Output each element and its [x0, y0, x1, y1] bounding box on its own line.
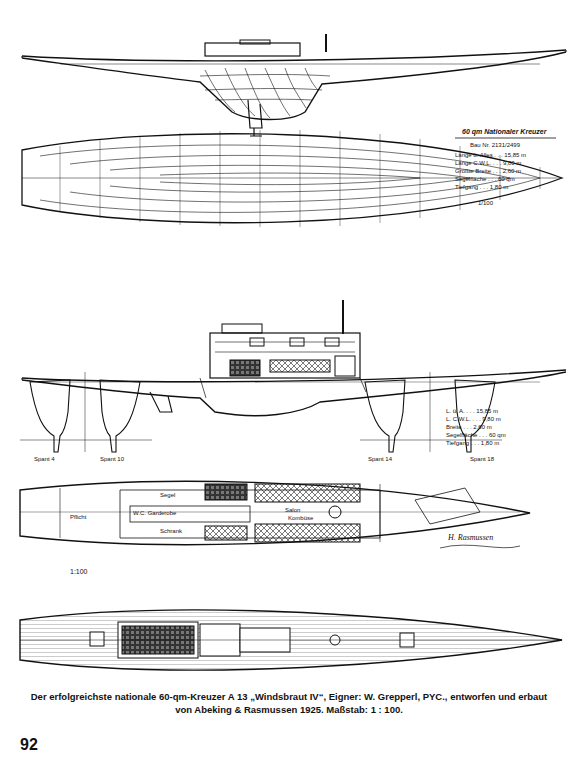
spec-line: L. C.W.L. . . . 9,80 m	[446, 416, 501, 423]
scale-note: 1/100	[478, 200, 493, 207]
deck-plan	[20, 610, 562, 670]
room-label: W.C. Garderobe	[133, 510, 176, 517]
room-label: Segel	[160, 492, 175, 499]
spec-line: L. ü. A. . . . 15,85 m	[446, 408, 498, 415]
spec-line: Tiefgang . . . 1,80 m	[455, 184, 508, 191]
midship-sections	[20, 372, 502, 452]
spec-line: Breite . . . 2,60 m	[446, 424, 492, 431]
spec-line: Größte Breite . . . 2,60 m	[455, 168, 521, 175]
sheer-profile	[22, 34, 566, 138]
spec-line: Länge ü. Alles . . . 15,85 m	[455, 152, 526, 159]
figure-caption: Der erfolgreichste nationale 60-qm-Kreuz…	[28, 690, 550, 717]
page-number: 92	[20, 736, 38, 754]
spec-line: Länge C.W.L. . . . 9,80 m	[455, 160, 521, 167]
section-label: Spant 10	[100, 456, 124, 463]
spec-line: Segelfläche . . . 60 qm	[446, 432, 506, 439]
section-label: Spant 18	[470, 456, 494, 463]
interior-profile	[22, 300, 566, 416]
room-label: Kombüse	[288, 515, 313, 522]
room-label: Salon	[285, 507, 300, 514]
drawing-title: 60 qm Nationaler Kreuzer	[462, 128, 546, 136]
spec-note: Bau Nr. 2131/2499	[470, 142, 520, 149]
signature: H. Rasmussen	[448, 534, 493, 543]
section-label: Spant 4	[34, 456, 55, 463]
section-label: Spant 14	[368, 456, 392, 463]
room-label: Pflicht	[70, 514, 86, 521]
scale-note: 1:100	[70, 568, 88, 576]
waterlines-plan	[22, 130, 562, 227]
spec-line: Segelfläche . . . 60 qm	[455, 176, 515, 183]
accommodation-plan	[20, 481, 530, 544]
spec-line: Tiefgang . . . 1,80 m	[446, 440, 499, 447]
room-label: Schrank	[160, 528, 182, 535]
